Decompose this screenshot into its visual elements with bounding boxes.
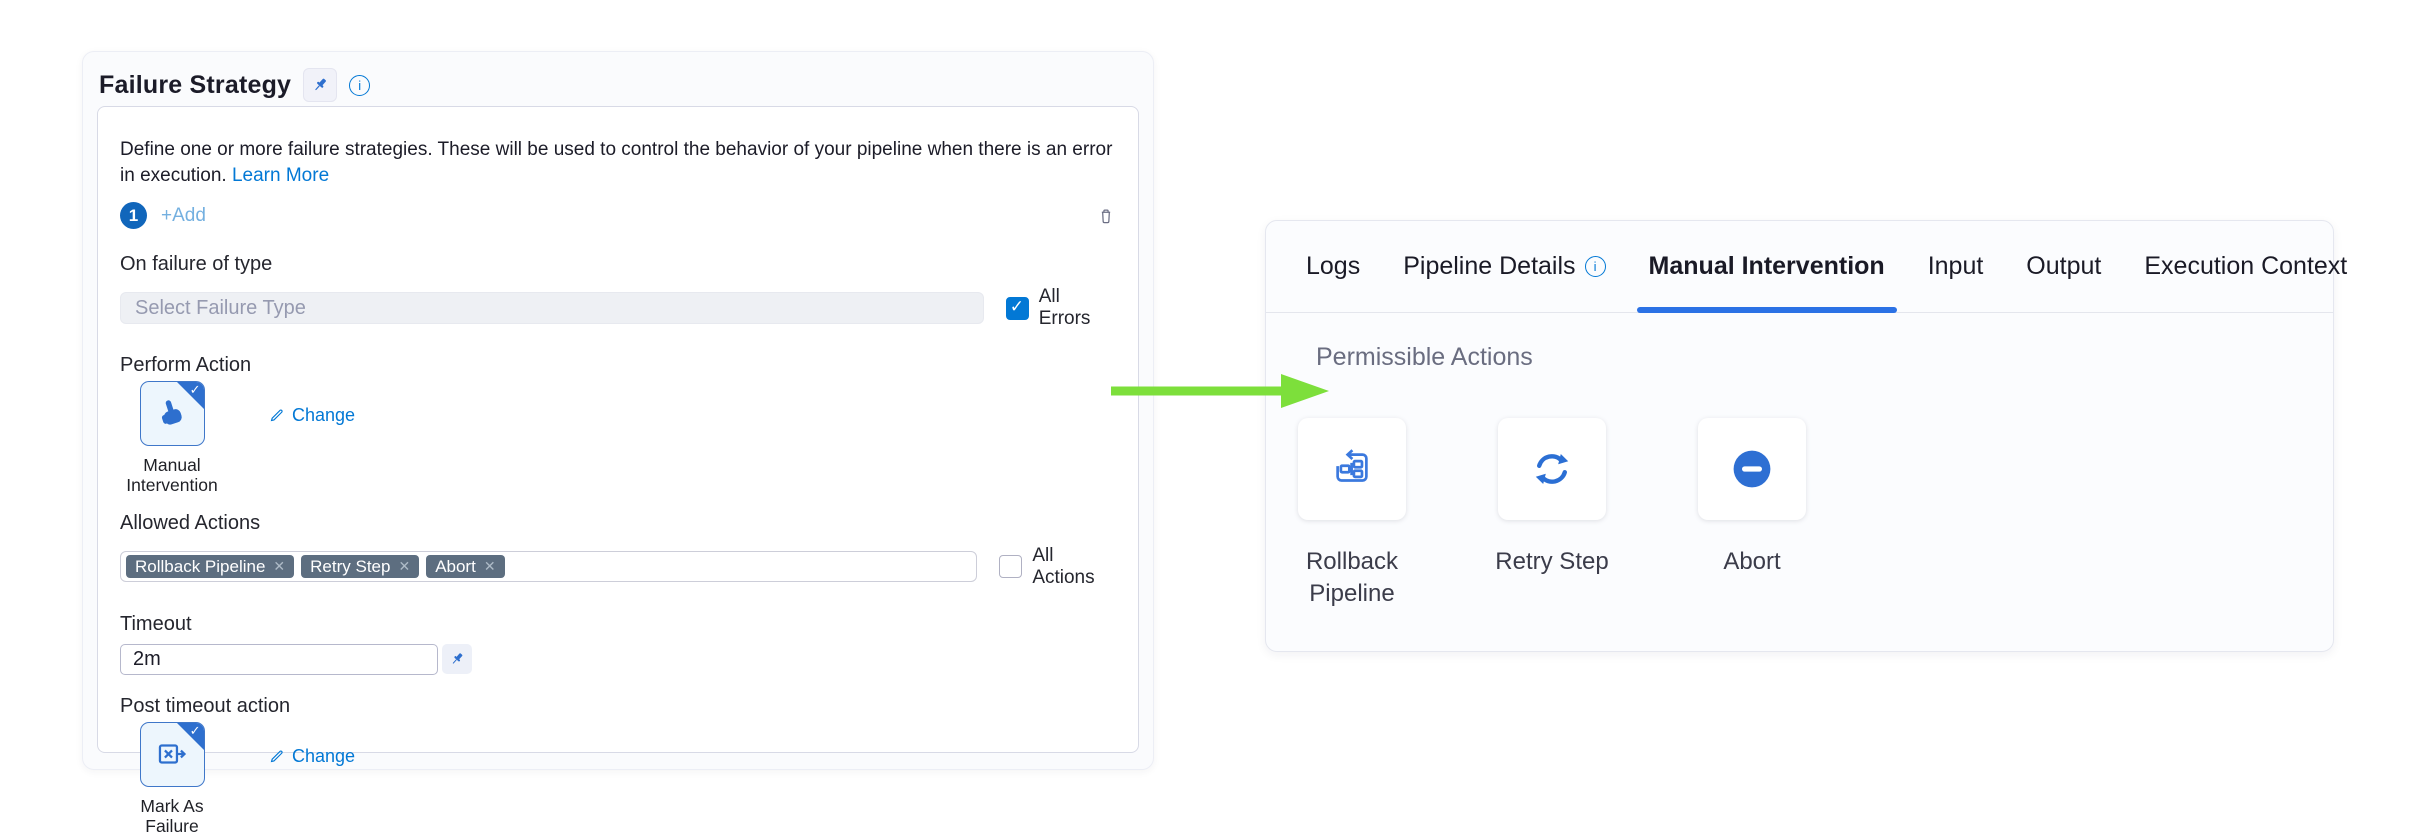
timeout-pin-button[interactable] <box>442 644 472 675</box>
failure-type-select[interactable] <box>120 292 984 325</box>
chip-remove-icon[interactable]: ✕ <box>398 558 411 575</box>
tab-logs[interactable]: Logs <box>1306 221 1360 313</box>
manual-intervention-hand-icon <box>161 400 182 425</box>
tab-label: Input <box>1927 252 1984 280</box>
action-label: Rollback Pipeline <box>1305 548 1399 608</box>
trash-icon <box>1101 209 1111 223</box>
tab-bar: Logs Pipeline Details i Manual Intervent… <box>1266 221 2347 313</box>
all-errors-row: All Errors <box>1005 286 1116 330</box>
abort-icon <box>1733 450 1771 488</box>
post-timeout-row: ✓ Mark As Failure Change <box>120 721 1116 836</box>
rollback-pipeline-icon <box>1336 449 1368 482</box>
chip-label: Abort <box>435 556 476 576</box>
pencil-icon <box>270 409 283 422</box>
perform-action-selection: ✓ Manual Intervention <box>120 381 224 495</box>
chip-remove-icon[interactable]: ✕ <box>273 558 286 575</box>
pin-icon <box>452 653 463 664</box>
on-failure-label: On failure of type <box>120 253 273 276</box>
abort-button[interactable] <box>1698 418 1806 520</box>
action-retry-step: Retry Step <box>1495 418 1609 611</box>
chip-remove-icon[interactable]: ✕ <box>483 558 496 575</box>
strategy-index-badge[interactable]: 1 <box>120 202 147 230</box>
tab-label: Logs <box>1306 252 1361 280</box>
allowed-actions-row: Rollback Pipeline ✕ Retry Step ✕ Abort ✕… <box>120 545 1116 589</box>
tab-output[interactable]: Output <box>2026 221 2101 313</box>
change-label: Change <box>292 745 356 766</box>
pin-icon <box>315 78 327 91</box>
tab-execution-context[interactable]: Execution Context <box>2144 221 2347 313</box>
strategy-description: Define one or more failure strategies. T… <box>120 137 1116 188</box>
pointer-arrow <box>1111 374 1329 408</box>
selected-corner <box>176 382 204 410</box>
tab-label: Pipeline Details <box>1403 252 1576 280</box>
failure-type-row: All Errors <box>120 286 1116 330</box>
pencil-icon <box>270 750 283 762</box>
info-icon[interactable]: i <box>1584 256 1606 277</box>
panel-title: Failure Strategy <box>99 70 292 99</box>
allowed-actions-input[interactable]: Rollback Pipeline ✕ Retry Step ✕ Abort ✕ <box>120 551 978 583</box>
permissible-actions-list: Rollback Pipeline Retry Step <box>1298 418 2333 611</box>
timeout-input[interactable] <box>120 643 438 675</box>
add-strategy-button[interactable]: +Add <box>161 204 206 226</box>
post-timeout-selection: ✓ Mark As Failure <box>120 721 224 836</box>
description-text: Define one or more failure strategies. T… <box>120 139 1113 186</box>
chip-retry-step[interactable]: Retry Step ✕ <box>301 555 420 579</box>
failure-strategy-header: Failure Strategy i <box>83 52 1153 102</box>
all-actions-checkbox[interactable] <box>999 555 1023 579</box>
check-icon: ✓ <box>189 382 201 398</box>
timeout-row <box>120 643 1116 675</box>
change-post-timeout-button[interactable]: Change <box>268 746 355 767</box>
chip-label: Rollback Pipeline <box>135 556 266 576</box>
retry-icon <box>1535 454 1569 484</box>
mark-as-failure-icon <box>158 744 187 764</box>
tab-label: Manual Intervention <box>1648 252 1885 280</box>
action-label: Abort <box>1723 548 1781 575</box>
learn-more-link[interactable]: Learn More <box>231 164 330 186</box>
all-errors-label: All Errors <box>1038 286 1091 330</box>
all-actions-label: All Actions <box>1032 544 1095 588</box>
selected-corner <box>176 722 204 750</box>
perform-action-row: ✓ Manual Intervention Change <box>120 381 1116 495</box>
tab-pipeline-details[interactable]: Pipeline Details i <box>1403 221 1606 313</box>
timeout-label: Timeout <box>120 612 192 635</box>
action-label: Retry Step <box>1495 548 1609 575</box>
perform-action-value: Manual Intervention <box>126 455 218 496</box>
action-abort: Abort <box>1698 418 1806 611</box>
tab-label: Output <box>2026 252 2102 280</box>
check-icon: ✓ <box>189 722 201 738</box>
manual-intervention-card[interactable]: ✓ <box>139 381 205 447</box>
tab-input[interactable]: Input <box>1928 221 1984 313</box>
delete-strategy-button[interactable] <box>1096 206 1116 226</box>
info-icon[interactable]: i <box>349 74 371 96</box>
allowed-actions-label: Allowed Actions <box>120 511 261 534</box>
failure-strategy-panel: Failure Strategy i Define one or more fa… <box>82 51 1154 836</box>
chip-abort[interactable]: Abort ✕ <box>426 555 505 579</box>
step-details-panel: Logs Pipeline Details i Manual Intervent… <box>1265 220 2347 652</box>
change-label: Change <box>292 405 356 426</box>
chip-rollback-pipeline[interactable]: Rollback Pipeline ✕ <box>126 555 295 579</box>
pin-button[interactable] <box>303 68 338 102</box>
post-timeout-label: Post timeout action <box>120 694 291 717</box>
perform-action-label: Perform Action <box>120 354 252 377</box>
strategy-list-row: 1 +Add <box>120 202 1116 230</box>
chip-label: Retry Step <box>310 556 391 576</box>
action-rollback-pipeline: Rollback Pipeline <box>1298 418 1406 611</box>
mark-as-failure-card[interactable]: ✓ <box>139 721 205 787</box>
all-actions-row: All Actions <box>999 545 1116 589</box>
all-errors-checkbox[interactable] <box>1005 296 1029 320</box>
retry-step-button[interactable] <box>1498 418 1606 520</box>
rollback-pipeline-button[interactable] <box>1298 418 1406 520</box>
change-action-button[interactable]: Change <box>268 405 355 426</box>
failure-strategy-card: Define one or more failure strategies. T… <box>97 106 1139 836</box>
permissible-actions-title: Permissible Actions <box>1316 343 1533 371</box>
post-timeout-value: Mark As Failure <box>140 795 204 836</box>
tab-label: Execution Context <box>2144 252 2348 280</box>
tab-manual-intervention[interactable]: Manual Intervention <box>1636 221 1897 313</box>
